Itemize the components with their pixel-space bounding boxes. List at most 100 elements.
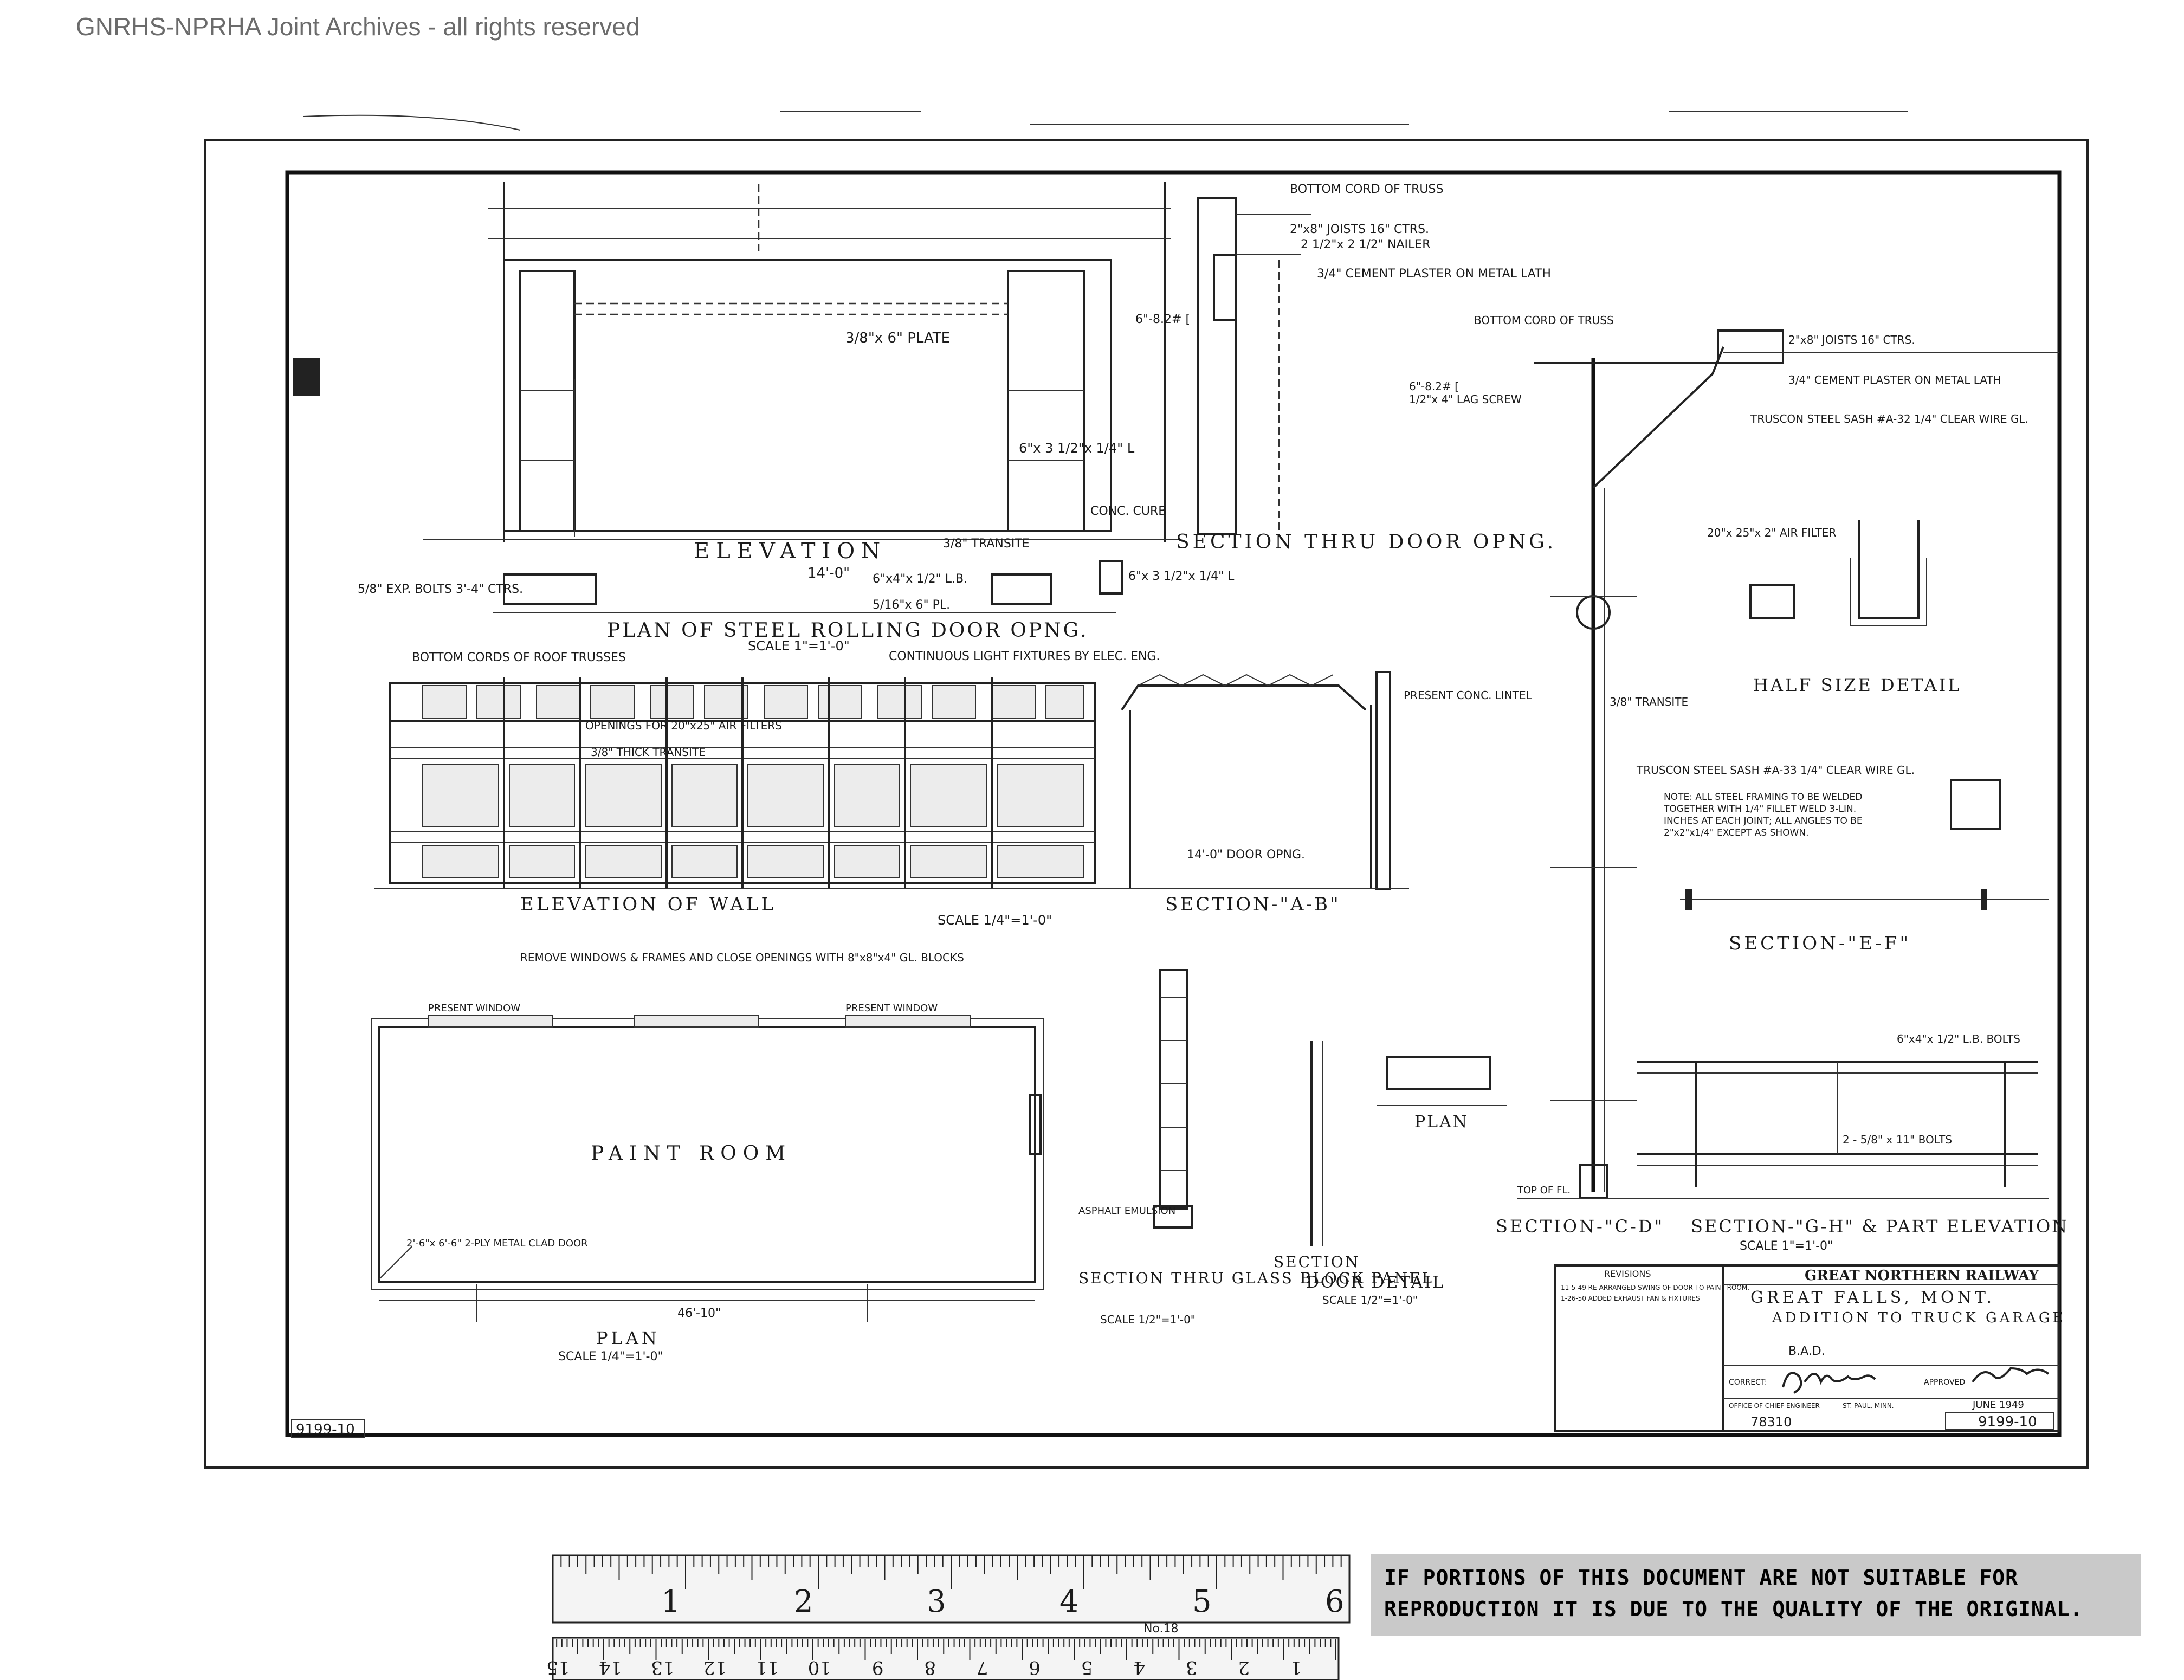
signature-approved (1972, 1367, 2050, 1383)
callout-exp-bolts: 5/8" EXP. BOLTS 3'-4" CTRS. (358, 583, 523, 596)
filing-mark (293, 358, 320, 396)
section-door-view: BOTTOM CORD OF TRUSS 2"x8" JOISTS 16" CT… (1135, 183, 1556, 553)
half-size-detail: 20"x 25"x 2" AIR FILTER HALF SIZE DETAIL (1707, 520, 1960, 695)
elevation-title: ELEVATION (694, 539, 887, 564)
correct-label: CORRECT: (1729, 1378, 1767, 1387)
plan-scale: SCALE 1/4"=1'-0" (558, 1350, 663, 1364)
section-ef-view: TRUSCON STEEL SASH #A-33 1/4" CLEAR WIRE… (1636, 764, 2049, 954)
callout-sash-a33: TRUSCON STEEL SASH #A-33 1/4" CLEAR WIRE… (1636, 764, 1915, 777)
callout-asphalt: ASPHALT EMULSION (1078, 1205, 1175, 1217)
city: ST. PAUL, MINN. (1843, 1402, 1894, 1410)
ruler-cm-label: 8 (924, 1657, 936, 1678)
ruler-cm-label: 3 (1186, 1657, 1198, 1678)
revisions-title: REVISIONS (1604, 1269, 1651, 1279)
ruler-cm-label: 13 (651, 1657, 674, 1678)
ruler-cm-label: 7 (977, 1657, 988, 1678)
callout-roof-trusses: BOTTOM CORDS OF ROOF TRUSSES (412, 651, 626, 664)
door-detail-plan: PLAN (1414, 1113, 1469, 1132)
callout-plaster-2: 3/4" CEMENT PLASTER ON METAL LATH (1788, 373, 2001, 386)
signature-correct (1782, 1372, 1876, 1394)
callout-angle-plan: 6"x 3 1/2"x 1/4" L (1128, 570, 1235, 583)
ruler-cm-label: 14 (599, 1657, 622, 1678)
callout-conc-curb: CONC. CURB (1090, 505, 1166, 518)
callout-plaster: 3/4" CEMENT PLASTER ON METAL LATH (1317, 267, 1551, 281)
plan-title: PLAN (596, 1328, 660, 1348)
callout-bottom-cord-2: BOTTOM CORD OF TRUSS (1474, 314, 1614, 327)
drawing-number: 9199-10 (1978, 1414, 2037, 1430)
ruler-inch-6: 6 (1325, 1584, 1345, 1619)
plan-door-view: 5/8" EXP. BOLTS 3'-4" CTRS. 6"x4"x 1/2" … (358, 537, 1235, 654)
callout-lb: 6"x4"x 1/2" L.B. (873, 572, 967, 586)
callout-plate: 3/8"x 6" PLATE (845, 330, 950, 346)
elevation-wall-title: ELEVATION OF WALL (520, 894, 776, 915)
plan-door-scale: SCALE 1"=1'-0" (748, 638, 850, 654)
callout-lb-bolts: 6"x4"x 1/2" L.B. BOLTS (1897, 1032, 2020, 1045)
reproduction-disclaimer: IF PORTIONS OF THIS DOCUMENT ARE NOT SUI… (1371, 1554, 2141, 1636)
elevation-width: 14'-0" (807, 565, 850, 581)
approved-label: APPROVED (1924, 1378, 1965, 1387)
ruler-inch-3: 3 (927, 1584, 946, 1619)
ruler-cm-label: 15 (546, 1657, 570, 1678)
callout-present-window-2: PRESENT WINDOW (845, 1003, 938, 1014)
ruler-cm-label: 4 (1133, 1657, 1145, 1678)
main-plan-view: REMOVE WINDOWS & FRAMES AND CLOSE OPENIN… (371, 951, 1044, 1364)
general-note: NOTE: ALL STEEL FRAMING TO BE WELDED TOG… (1664, 792, 1863, 838)
wall-sash-middle (422, 764, 1084, 827)
plan-door-title: PLAN OF STEEL ROLLING DOOR OPNG. (607, 619, 1089, 642)
callout-top-of-floor: TOP OF FL. (1517, 1185, 1571, 1196)
ruler-cm-label: 10 (808, 1657, 831, 1678)
callout-air-filter: 20"x 25"x 2" AIR FILTER (1707, 526, 1836, 539)
archive-notice: GNRHS-NPRHA Joint Archives - all rights … (76, 12, 640, 41)
callout-channel-2: 6"-8.2# [ (1409, 380, 1459, 393)
callout-present-lintel: PRESENT CONC. LINTEL (1404, 689, 1533, 702)
section-ab-view: 14'-0" DOOR OPNG. PRESENT CONC. LINTEL S… (1116, 671, 1533, 915)
ruler-inch-1: 1 (661, 1584, 681, 1619)
callout-thick-transite: 3/8" THICK TRANSITE (591, 746, 706, 759)
ruler-inch-2: 2 (794, 1584, 813, 1619)
callout-channel: 6"-8.2# [ (1135, 313, 1190, 326)
subject: ADDITION TO TRUCK GARAGE (1772, 1310, 2066, 1326)
callout-pl: 5/16"x 6" PL. (873, 598, 950, 612)
ruler-cm-label: 1 (1290, 1657, 1302, 1678)
callout-bottom-cord: BOTTOM CORD OF TRUSS (1290, 183, 1443, 196)
callout-transite-2: 3/8" TRANSITE (1610, 695, 1688, 708)
revision-2: 1-26-50 ADDED EXHAUST FAN & FIXTURES (1561, 1295, 1700, 1302)
ruler-cm-label: 11 (755, 1657, 779, 1678)
wall-sash-lower (422, 845, 1084, 878)
section-glass-scale: SCALE 1/2"=1'-0" (1100, 1313, 1196, 1326)
elevation-view: 3/8"x 6" PLATE 6"x 3 1/2"x 1/4" L CONC. … (423, 182, 1181, 581)
section-door-title: SECTION THRU DOOR OPNG. (1176, 531, 1556, 553)
drawing-number-left: 9199-10 (296, 1421, 355, 1438)
company-name: GREAT NORTHERN RAILWAY (1805, 1268, 2039, 1284)
section-glass-view: ASPHALT EMULSION SECTION THRU GLASS BLOC… (1078, 969, 1433, 1326)
ruler-cm-label: 5 (1081, 1657, 1093, 1678)
door-detail-section: SECTION (1274, 1253, 1360, 1271)
callout-remove-windows: REMOVE WINDOWS & FRAMES AND CLOSE OPENIN… (520, 951, 964, 964)
stray-marks (303, 111, 1908, 131)
callout-transite: 3/8" TRANSITE (943, 537, 1030, 551)
callout-joists: 2"x8" JOISTS 16" CTRS. (1290, 223, 1429, 236)
location: GREAT FALLS, MONT. (1750, 1288, 1995, 1307)
callout-light-fixtures: CONTINUOUS LIGHT FIXTURES BY ELEC. ENG. (889, 650, 1160, 663)
elevation-wall-view: BOTTOM CORDS OF ROOF TRUSSES CONTINUOUS … (374, 650, 1160, 928)
ruler-inch-4: 4 (1059, 1584, 1079, 1619)
callout-door-opng: 14'-0" DOOR OPNG. (1187, 848, 1305, 862)
callout-clad-door: 2'-6"x 6'-6" 2-PLY METAL CLAD DOOR (406, 1238, 588, 1249)
section-cd-title: SECTION-"C-D" (1496, 1216, 1664, 1237)
section-cd-view: 6"x4"x 1/2" L.B. BOLTS 2 - 5/8" x 11" BO… (1496, 1032, 2067, 1253)
section-ef-title: SECTION-"E-F" (1729, 933, 1911, 954)
drawn-by: B.A.D. (1788, 1345, 1825, 1358)
callout-bolts: 2 - 5/8" x 11" BOLTS (1843, 1133, 1952, 1146)
wall-sash-upper (422, 685, 1084, 719)
elevation-wall-scale: SCALE 1/4"=1'-0" (938, 913, 1052, 928)
ruler-inch-5: 5 (1192, 1584, 1212, 1619)
ruler-cm-label: 12 (703, 1657, 727, 1678)
door-detail-scale: SCALE 1/2"=1'-0" (1322, 1294, 1418, 1307)
section-glass-title: SECTION THRU GLASS BLOCK PANEL (1078, 1269, 1433, 1287)
callout-nailer: 2 1/2"x 2 1/2" NAILER (1301, 238, 1430, 251)
ruler-maker-number: No.18 (1143, 1622, 1179, 1636)
ruler-cm-label: 9 (872, 1657, 884, 1678)
inner-border (285, 170, 2062, 1437)
ruler-cm-label: 6 (1029, 1657, 1041, 1678)
